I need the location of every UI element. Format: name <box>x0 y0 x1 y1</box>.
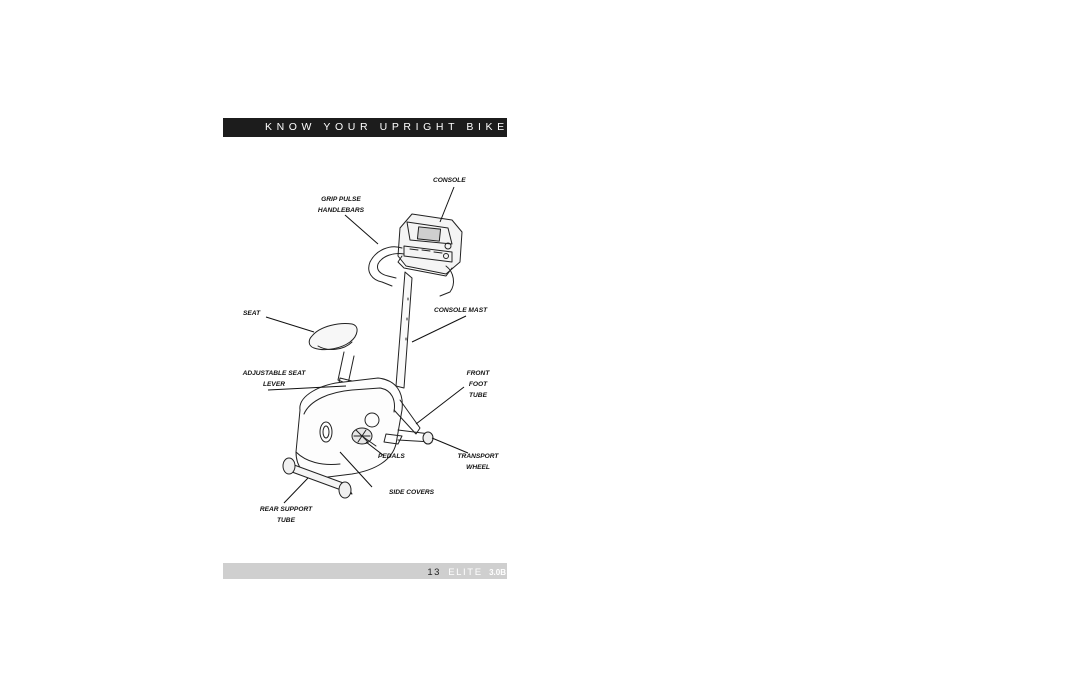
front-foot-label-line1: FRONT <box>466 370 490 377</box>
transport-wheel-label-line2: WHEEL <box>466 464 490 471</box>
rear-support-tube-label: REAR SUPPORT TUBE <box>254 504 318 526</box>
main-frame <box>295 377 421 479</box>
grip-pulse-label-line1: GRIP PULSE <box>321 196 361 203</box>
seat-label: SEAT <box>243 310 261 317</box>
console-label: CONSOLE <box>433 177 466 184</box>
grip-pulse-label-line2: HANDLEBARS <box>317 207 365 214</box>
side-covers-label: SIDE COVERS <box>389 489 435 496</box>
transport-wheel-label: TRANSPORT WHEEL <box>452 451 504 473</box>
rear-foot <box>282 457 353 499</box>
pedal-crank <box>351 427 377 447</box>
grip-pulse-handlebars-label: GRIP PULSE HANDLEBARS <box>311 194 371 216</box>
model-number: 3.0B <box>489 568 506 577</box>
front-foot <box>397 429 434 445</box>
front-foot-label-line2: FOOT <box>468 381 488 388</box>
upright-bike-illustration <box>265 186 469 504</box>
front-foot-tube-label: FRONT FOOT TUBE <box>460 368 496 401</box>
console-mast-label: CONSOLE MAST <box>434 307 488 314</box>
transport-wheel-label-line1: TRANSPORT <box>457 453 499 460</box>
front-foot-label-line3: TUBE <box>469 392 487 399</box>
adjustable-seat-lever-label: ADJUSTABLE SEAT LEVER <box>236 368 312 390</box>
rear-support-label-line2: TUBE <box>277 517 295 524</box>
console-unit <box>397 213 463 277</box>
adjustable-seat-label-line1: ADJUSTABLE SEAT <box>242 370 306 377</box>
adjustable-seat-label-line2: LEVER <box>263 381 285 388</box>
pedals-label: PEDALS <box>378 453 405 460</box>
console-mast <box>395 271 413 389</box>
handlebars <box>368 246 454 297</box>
section-title: KNOW YOUR UPRIGHT BIKE <box>223 118 507 137</box>
page-number: 13 <box>427 567 441 578</box>
model-name: ELITE <box>448 567 483 578</box>
page-footer: 13 ELITE 3.0B <box>223 563 507 579</box>
rear-support-label-line1: REAR SUPPORT <box>259 506 313 513</box>
